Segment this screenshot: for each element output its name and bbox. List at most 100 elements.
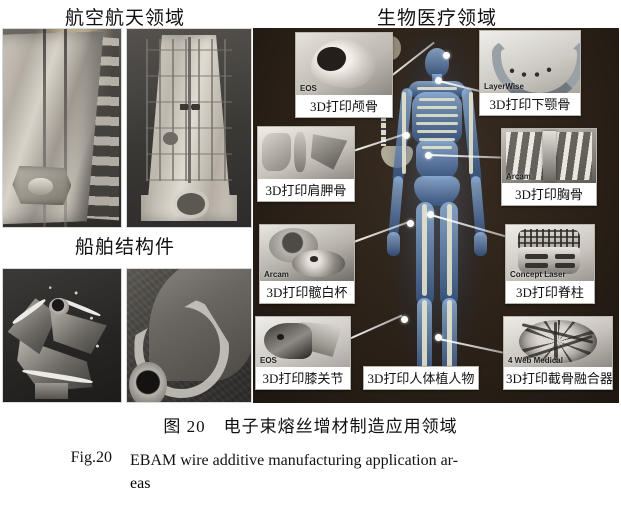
skeleton-rib bbox=[422, 146, 452, 149]
skeleton-femur-left bbox=[422, 204, 427, 296]
callout-printed-fusion-cage[interactable]: 4 Web Medical 3D打印截骨融合器 bbox=[503, 316, 613, 390]
spine-lattice-top bbox=[518, 229, 580, 250]
biomedical-section-heading: 生物医疗领域 bbox=[376, 8, 497, 29]
large-bore bbox=[176, 193, 206, 216]
leader-endpoint bbox=[443, 52, 450, 59]
callout-printed-skull[interactable]: EOS 3D打印颅骨 bbox=[295, 32, 393, 118]
ship-section-heading: 船舶结构件 bbox=[74, 237, 175, 258]
spine-slot bbox=[555, 263, 575, 269]
callout-label: 3D打印膝关节 bbox=[256, 367, 350, 389]
callout-printed-acetabular-cup[interactable]: Arcam 3D打印髋白杯 bbox=[259, 224, 355, 304]
watermark-label: EOS bbox=[300, 84, 317, 93]
watermark-label: Concept Laser bbox=[510, 270, 566, 279]
knee-femoral-condyle bbox=[263, 323, 313, 359]
skeleton-rib bbox=[416, 122, 458, 125]
watermark-label: LayerWise bbox=[484, 82, 524, 91]
spine-slot bbox=[525, 254, 549, 260]
caption-english-continuation: eas bbox=[130, 474, 151, 492]
callout-printed-scapula[interactable]: 3D打印肩胛骨 bbox=[257, 126, 355, 202]
watermark-label: EOS bbox=[260, 356, 277, 365]
callout-printed-body-implants[interactable]: 3D打印人体植人物 bbox=[363, 366, 479, 390]
scapula-body bbox=[261, 133, 291, 171]
left-photo-column bbox=[2, 28, 252, 403]
spine-cage-thumb: Concept Laser bbox=[506, 225, 594, 281]
skeleton-rib bbox=[417, 130, 457, 133]
propeller-stand bbox=[34, 383, 68, 400]
body-pelvis bbox=[414, 176, 460, 206]
leader-endpoint bbox=[403, 132, 410, 139]
cage-strut bbox=[553, 322, 557, 361]
caption-english: Fig.20 EBAM wire additive manufacturing … bbox=[0, 449, 621, 474]
ship-curved-casting-photo bbox=[126, 268, 252, 403]
biomedical-panel: EOS 3D打印颅骨 LayerWise 3D打印下颚骨 3D打印肩胛骨 bbox=[253, 28, 619, 403]
skull-thumb: EOS bbox=[296, 33, 392, 95]
callout-label: 3D打印脊柱 bbox=[506, 281, 594, 303]
leader-endpoint bbox=[435, 334, 442, 341]
skeleton-rib bbox=[419, 98, 455, 101]
callout-label: 3D打印人体植人物 bbox=[364, 367, 478, 389]
aerospace-ribbed-panel-photo bbox=[126, 28, 252, 228]
skeleton-rib bbox=[419, 138, 455, 141]
skeleton-femur-right bbox=[447, 204, 452, 296]
watermark-label: Arcam bbox=[264, 270, 289, 279]
caption-english-text: EBAM wire additive manufacturing applica… bbox=[130, 452, 459, 469]
fusion-cage-thumb: 4 Web Medical bbox=[504, 317, 612, 367]
sternum-thumb: Arcam bbox=[502, 129, 596, 183]
knee-pin-hole bbox=[276, 334, 285, 340]
body-hand-right bbox=[474, 232, 487, 256]
aerospace-curved-panel-photo bbox=[2, 28, 122, 228]
leader-endpoint bbox=[435, 77, 442, 84]
callout-label: 3D打印肩胛骨 bbox=[258, 179, 354, 201]
watermark-label: Arcam bbox=[506, 172, 531, 181]
acetabular-screw-hole bbox=[309, 256, 319, 262]
figure-caption: 图 20 电子束熔丝增材制造应用领域 Fig.20 EBAM wire addi… bbox=[0, 412, 621, 493]
skeleton-rib bbox=[416, 114, 458, 117]
flange-bore bbox=[27, 177, 53, 196]
spine-slot bbox=[555, 254, 575, 260]
small-bore bbox=[162, 131, 178, 145]
aerospace-photo-row bbox=[2, 28, 252, 228]
spine-slot bbox=[525, 263, 549, 269]
mandible-screw-holes bbox=[506, 64, 556, 81]
body-hand-left bbox=[387, 232, 400, 256]
skeleton-tibia-right bbox=[447, 300, 452, 376]
acetabular-liner bbox=[291, 249, 345, 277]
sheet-seam bbox=[43, 29, 47, 227]
casting-bore-ring bbox=[129, 362, 167, 402]
fastener-holes bbox=[180, 104, 201, 111]
callout-label: 3D打印胸骨 bbox=[502, 183, 596, 205]
skull-defect-void bbox=[317, 46, 346, 72]
sheet-seam bbox=[64, 29, 68, 227]
callout-printed-mandible[interactable]: LayerWise 3D打印下颚骨 bbox=[479, 30, 581, 116]
mandible-thumb: LayerWise bbox=[480, 31, 580, 93]
acetabular-cup-thumb: Arcam bbox=[260, 225, 354, 281]
leader-endpoint bbox=[427, 211, 434, 218]
skeleton-tibia-left bbox=[422, 300, 427, 376]
aerospace-section-heading: 航空航天领域 bbox=[64, 8, 185, 29]
callout-label: 3D打印颅骨 bbox=[296, 95, 392, 117]
callout-label: 3D打印髋白杯 bbox=[260, 281, 354, 303]
spine-cage-body bbox=[518, 247, 580, 275]
skeleton-rib bbox=[417, 106, 457, 109]
watermark-label: 4 Web Medical bbox=[508, 356, 563, 365]
caption-figure-number: Fig.20 bbox=[70, 449, 112, 466]
callout-printed-sternum[interactable]: Arcam 3D打印胸骨 bbox=[501, 128, 597, 206]
scapula-thumb bbox=[258, 127, 354, 179]
skeleton-clavicle bbox=[417, 87, 457, 90]
knee-joint-thumb: EOS bbox=[256, 317, 350, 367]
leader-endpoint bbox=[407, 220, 414, 227]
callout-label: 3D打印截骨融合器 bbox=[504, 367, 613, 389]
leader-endpoint bbox=[425, 152, 432, 159]
mandible-model bbox=[492, 35, 580, 93]
scapula-spine bbox=[294, 132, 306, 172]
caption-chinese: 图 20 电子束熔丝增材制造应用领域 bbox=[163, 417, 458, 436]
propeller-hub bbox=[49, 298, 70, 316]
skeleton-humerus-right bbox=[469, 92, 473, 174]
callout-label: 3D打印下颚骨 bbox=[480, 93, 580, 115]
sternum-center-bar bbox=[543, 131, 556, 181]
callout-printed-spine[interactable]: Concept Laser 3D打印脊柱 bbox=[505, 224, 595, 304]
callout-printed-knee-joint[interactable]: EOS 3D打印膝关节 bbox=[255, 316, 351, 390]
ship-propeller-photo bbox=[2, 268, 122, 403]
ship-photo-row bbox=[2, 268, 252, 403]
